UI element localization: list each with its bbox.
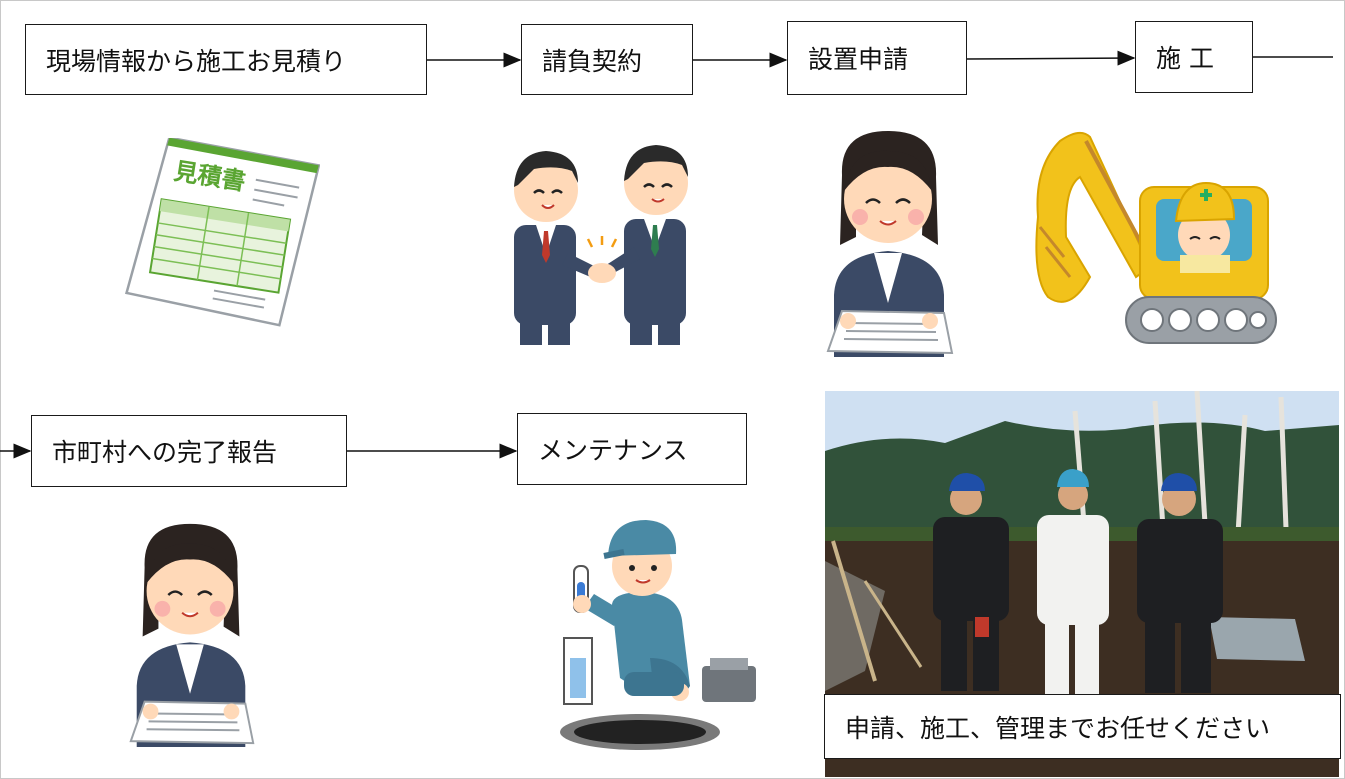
handshake-illustration	[514, 145, 688, 345]
estimate-sheet-illustration: 見積書	[124, 138, 320, 327]
step-maintenance: メンテナンス	[517, 413, 747, 485]
step-application: 設置申請	[787, 21, 967, 95]
clerk-woman-illustration	[826, 131, 954, 357]
step-estimate: 現場情報から施工お見積り	[25, 24, 427, 95]
report-woman-illustration	[129, 523, 255, 748]
step-construction: 施 工	[1135, 21, 1253, 93]
service-caption: 申請、施工、管理までお任せください	[824, 694, 1341, 759]
maintenance-worker-illustration	[560, 520, 756, 750]
excavator-illustration	[1035, 131, 1277, 344]
step-contract: 請負契約	[521, 24, 693, 95]
arrow-application-to-construction	[965, 50, 1136, 66]
step-completion-report: 市町村への完了報告	[31, 415, 347, 487]
